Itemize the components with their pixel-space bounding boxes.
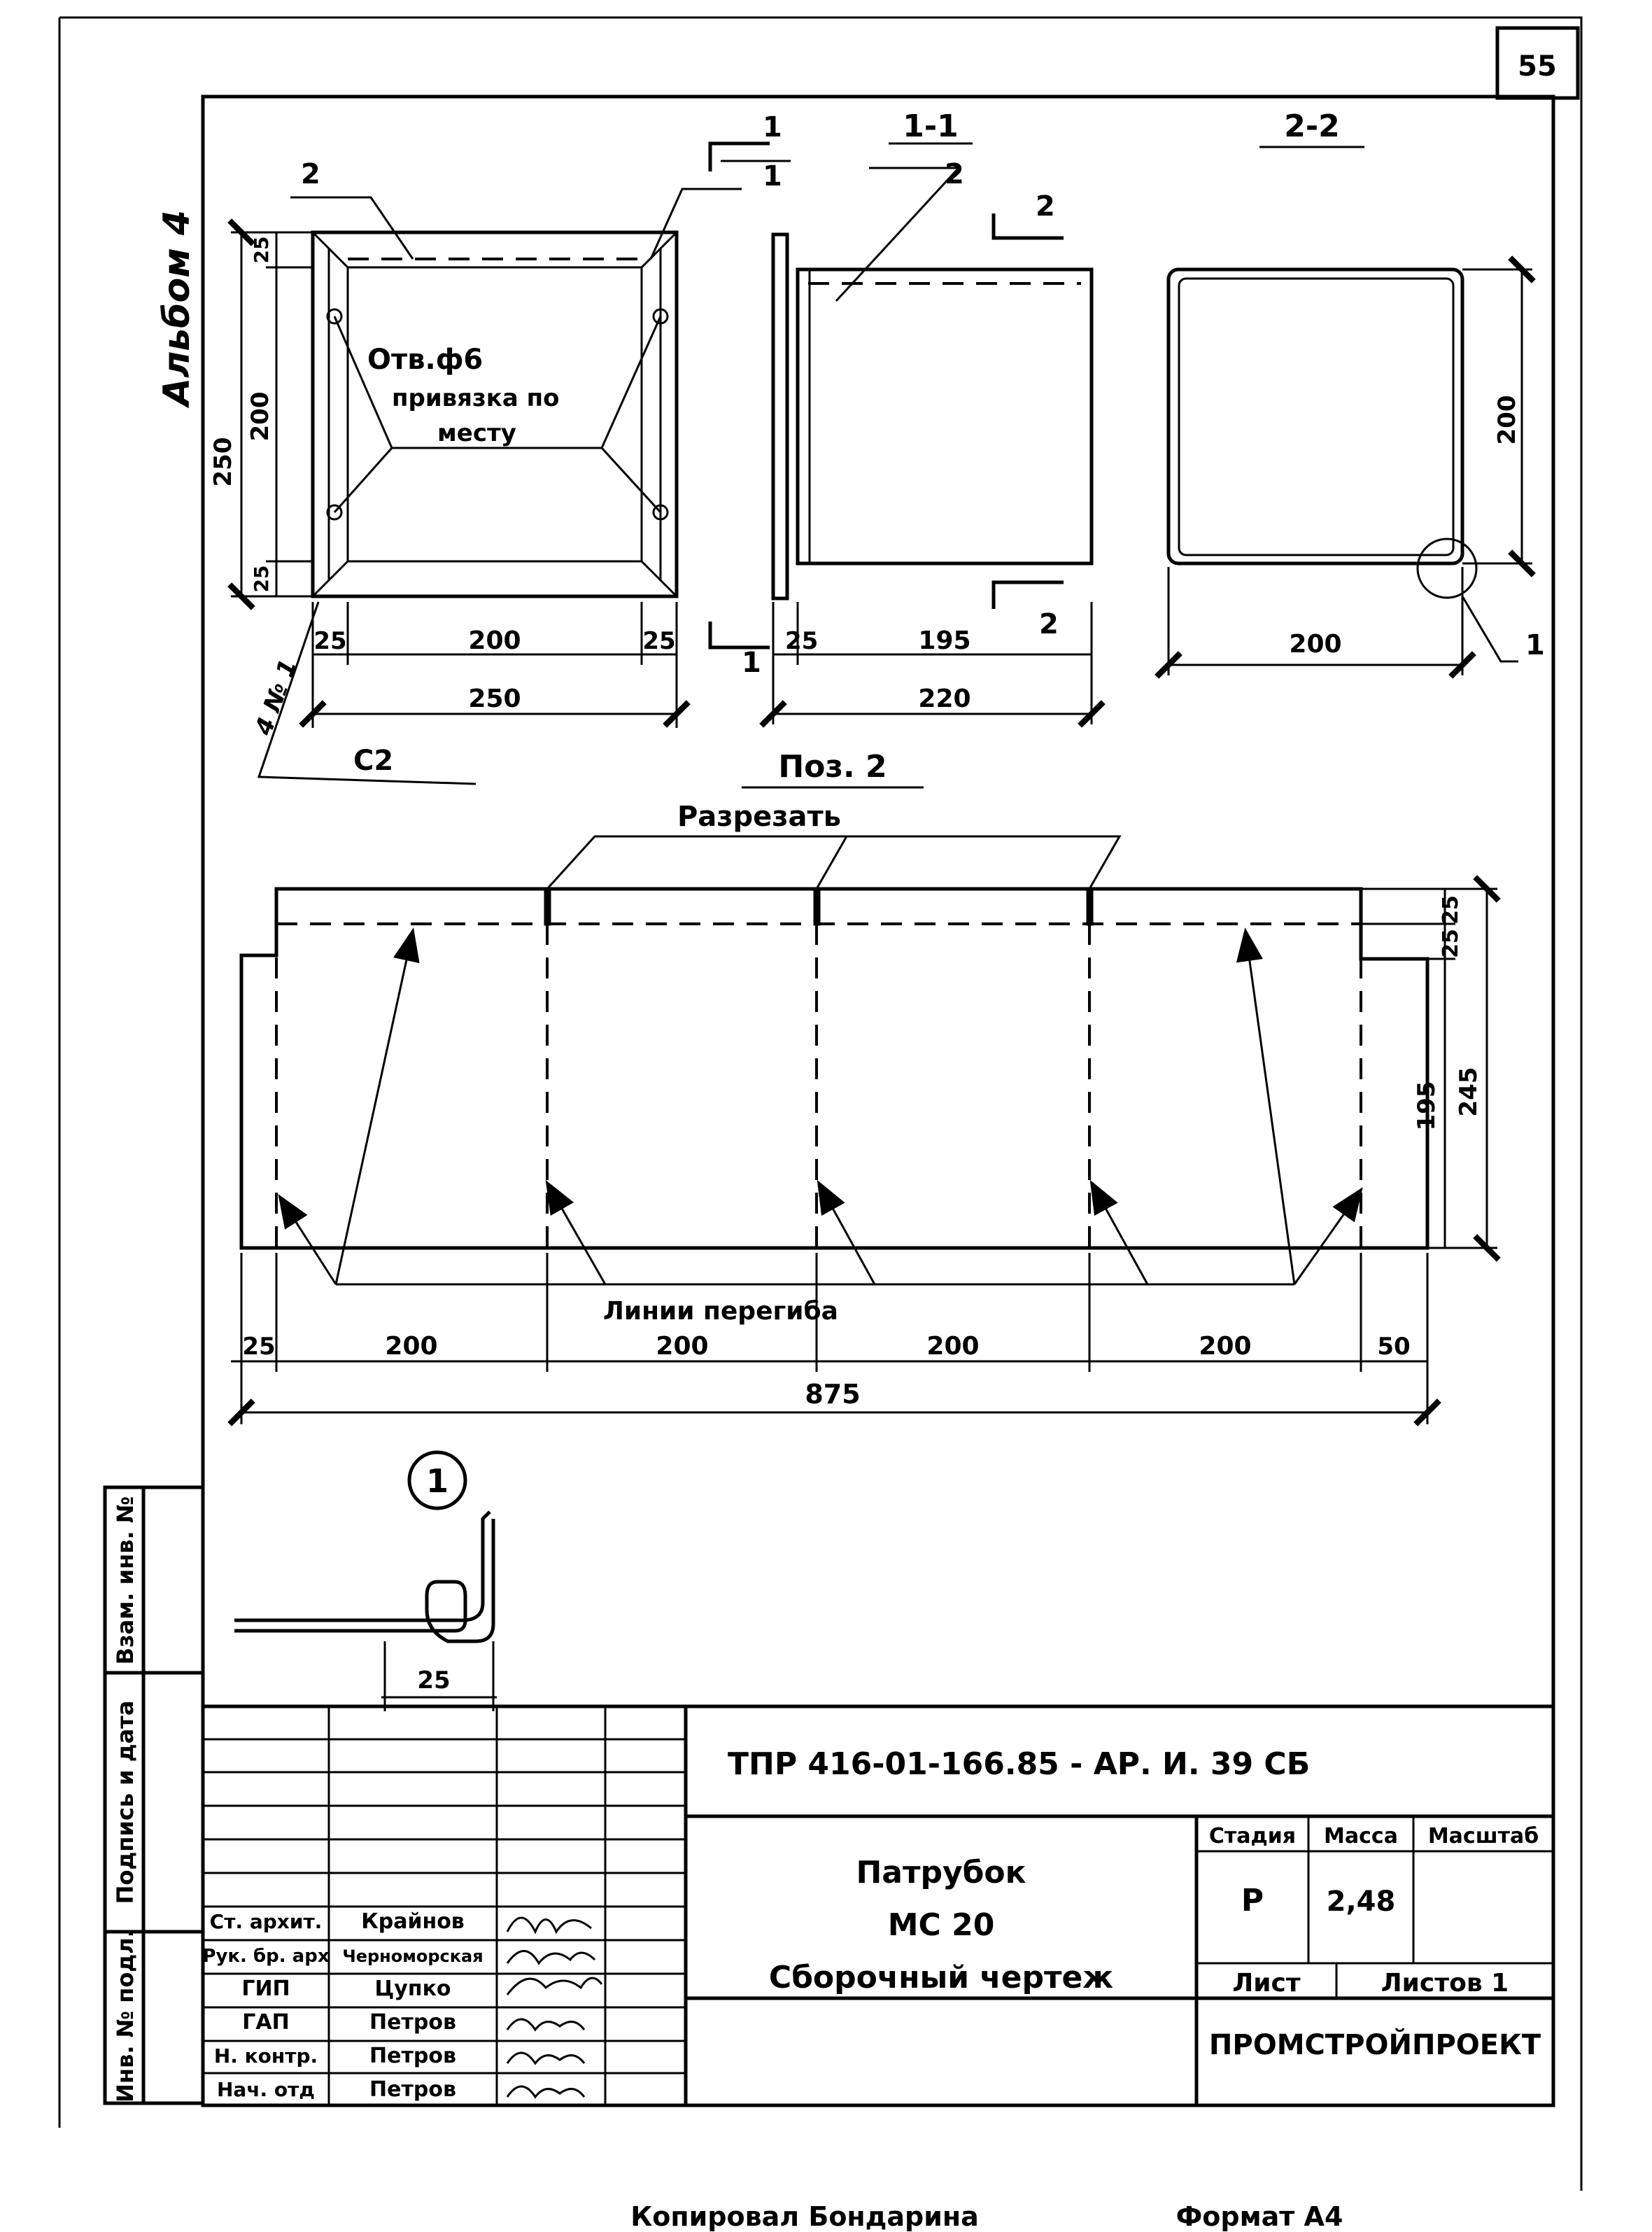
org-name: ПРОМСТРОЙПРОЕКТ bbox=[1209, 2028, 1541, 2061]
dim-dev-875: 875 bbox=[805, 1379, 860, 1410]
dim-sec-220: 220 bbox=[918, 685, 970, 713]
dim-dev-200-d: 200 bbox=[1199, 1332, 1251, 1361]
section-2-2-title: 2-2 bbox=[1284, 108, 1340, 144]
cut2-top: 2 bbox=[1036, 190, 1055, 223]
name-line-2: МС 20 bbox=[888, 1907, 995, 1943]
role-3: ГИП bbox=[241, 1977, 290, 2001]
scale-label: Масштаб bbox=[1428, 1824, 1539, 1848]
name-4: Петров bbox=[369, 2010, 456, 2035]
hole-note-1: Отв.ф6 bbox=[367, 344, 483, 376]
section-1-1-marker: 2 bbox=[945, 158, 964, 190]
section-1-1 bbox=[708, 141, 1106, 789]
dim-plan-250-h: 250 bbox=[468, 685, 521, 713]
name-line-3: Сборочный чертеж bbox=[769, 1960, 1113, 1995]
name-3: Цупко bbox=[374, 1977, 451, 2001]
dim-dev-25-top: 25 bbox=[1439, 895, 1463, 925]
mass-label: Масса bbox=[1324, 1824, 1398, 1848]
footer-format: Формат А4 bbox=[1176, 2201, 1343, 2232]
dim-22-200-v: 200 bbox=[1493, 395, 1521, 445]
role-4: ГАП bbox=[242, 2010, 289, 2035]
dim-dev-200-c: 200 bbox=[926, 1332, 979, 1361]
title-block-grid bbox=[201, 1704, 1555, 2107]
detail-dim-25: 25 bbox=[417, 1666, 450, 1694]
name-6: Петров bbox=[369, 2077, 456, 2102]
signatures bbox=[506, 1916, 603, 2099]
mass-value: 2,48 bbox=[1327, 1886, 1396, 1918]
detail-1 bbox=[234, 1450, 497, 1711]
dim-plan-200-v: 200 bbox=[246, 392, 274, 442]
doc-code: ТПР 416-01-166.85 - АР. И. 39 СБ bbox=[728, 1746, 1310, 1782]
fold-label: Линии перегиба bbox=[603, 1297, 838, 1326]
section-2-2 bbox=[1155, 146, 1536, 679]
dim-plan-25-left: 25 bbox=[313, 627, 346, 655]
name-1: Крайнов bbox=[361, 1909, 465, 1934]
dim-dev-25: 25 bbox=[242, 1333, 275, 1361]
cut-mark-top-lower: 1 bbox=[763, 160, 782, 192]
cut2-bottom: 2 bbox=[1039, 608, 1059, 640]
hole-note-2: привязка по bbox=[392, 384, 559, 412]
dim-plan-200-h: 200 bbox=[468, 626, 521, 655]
cut-mark-top: 1 bbox=[763, 111, 782, 143]
leader-label-c2: С2 bbox=[353, 745, 393, 777]
name-2: Черноморская bbox=[342, 1946, 483, 1966]
section-2-2-detail-marker: 1 bbox=[1525, 629, 1545, 661]
dim-plan-25-top: 25 bbox=[250, 237, 273, 264]
development-pattern bbox=[227, 835, 1501, 1426]
stage-label: Стадия bbox=[1209, 1824, 1296, 1848]
album-label: Альбом 4 bbox=[156, 210, 198, 409]
sheets-label: Листов 1 bbox=[1381, 1969, 1509, 1998]
role-2: Рук. бр. арх bbox=[202, 1946, 329, 1967]
hole-note-3: месту bbox=[437, 419, 516, 447]
cut-label: Разрезать bbox=[677, 801, 841, 833]
dim-dev-50: 50 bbox=[1377, 1333, 1410, 1361]
leader-note: 4 № 1 bbox=[249, 656, 302, 740]
dim-sec-25: 25 bbox=[785, 627, 818, 655]
section-1-1-title: 1-1 bbox=[903, 108, 959, 144]
dim-plan-250-v: 250 bbox=[209, 437, 237, 487]
plan-view bbox=[227, 188, 742, 785]
dim-plan-25-bot: 25 bbox=[250, 566, 273, 593]
stage-value: Р bbox=[1241, 1883, 1264, 1918]
name-5: Петров bbox=[369, 2044, 456, 2068]
sheet-frame bbox=[58, 16, 1583, 2191]
dim-sec-195: 195 bbox=[918, 626, 970, 655]
footer-copied: Копировал Бондарина bbox=[630, 2201, 979, 2232]
dim-dev-200-a: 200 bbox=[385, 1332, 437, 1361]
detail-marker: 1 bbox=[426, 1462, 449, 1500]
stamp-vzam-inv: Взам. инв. № bbox=[112, 1496, 139, 1665]
name-line-1: Патрубок bbox=[856, 1855, 1026, 1890]
sheet-label: Лист bbox=[1232, 1969, 1300, 1998]
stamp-inv-podl: Инв. № подл. bbox=[112, 1929, 139, 2103]
plan-marker-2: 2 bbox=[301, 158, 320, 190]
role-1: Ст. архит. bbox=[210, 1910, 323, 1933]
dim-plan-25-right: 25 bbox=[642, 627, 675, 655]
dim-dev-195: 195 bbox=[1413, 1081, 1441, 1131]
sheet-number: 55 bbox=[1518, 50, 1557, 83]
role-6: Нач. отд bbox=[217, 2078, 315, 2101]
role-5: Н. контр. bbox=[214, 2044, 318, 2068]
dim-22-200-h: 200 bbox=[1289, 630, 1341, 659]
cut-mark-bottom: 1 bbox=[742, 647, 761, 679]
dim-dev-245: 245 bbox=[1455, 1067, 1483, 1117]
dim-dev-200-b: 200 bbox=[656, 1332, 708, 1361]
stamp-podpis-data: Подпись и дата bbox=[112, 1701, 139, 1904]
dim-dev-25-2: 25 bbox=[1439, 929, 1463, 958]
pos-title: Поз. 2 bbox=[778, 749, 887, 785]
